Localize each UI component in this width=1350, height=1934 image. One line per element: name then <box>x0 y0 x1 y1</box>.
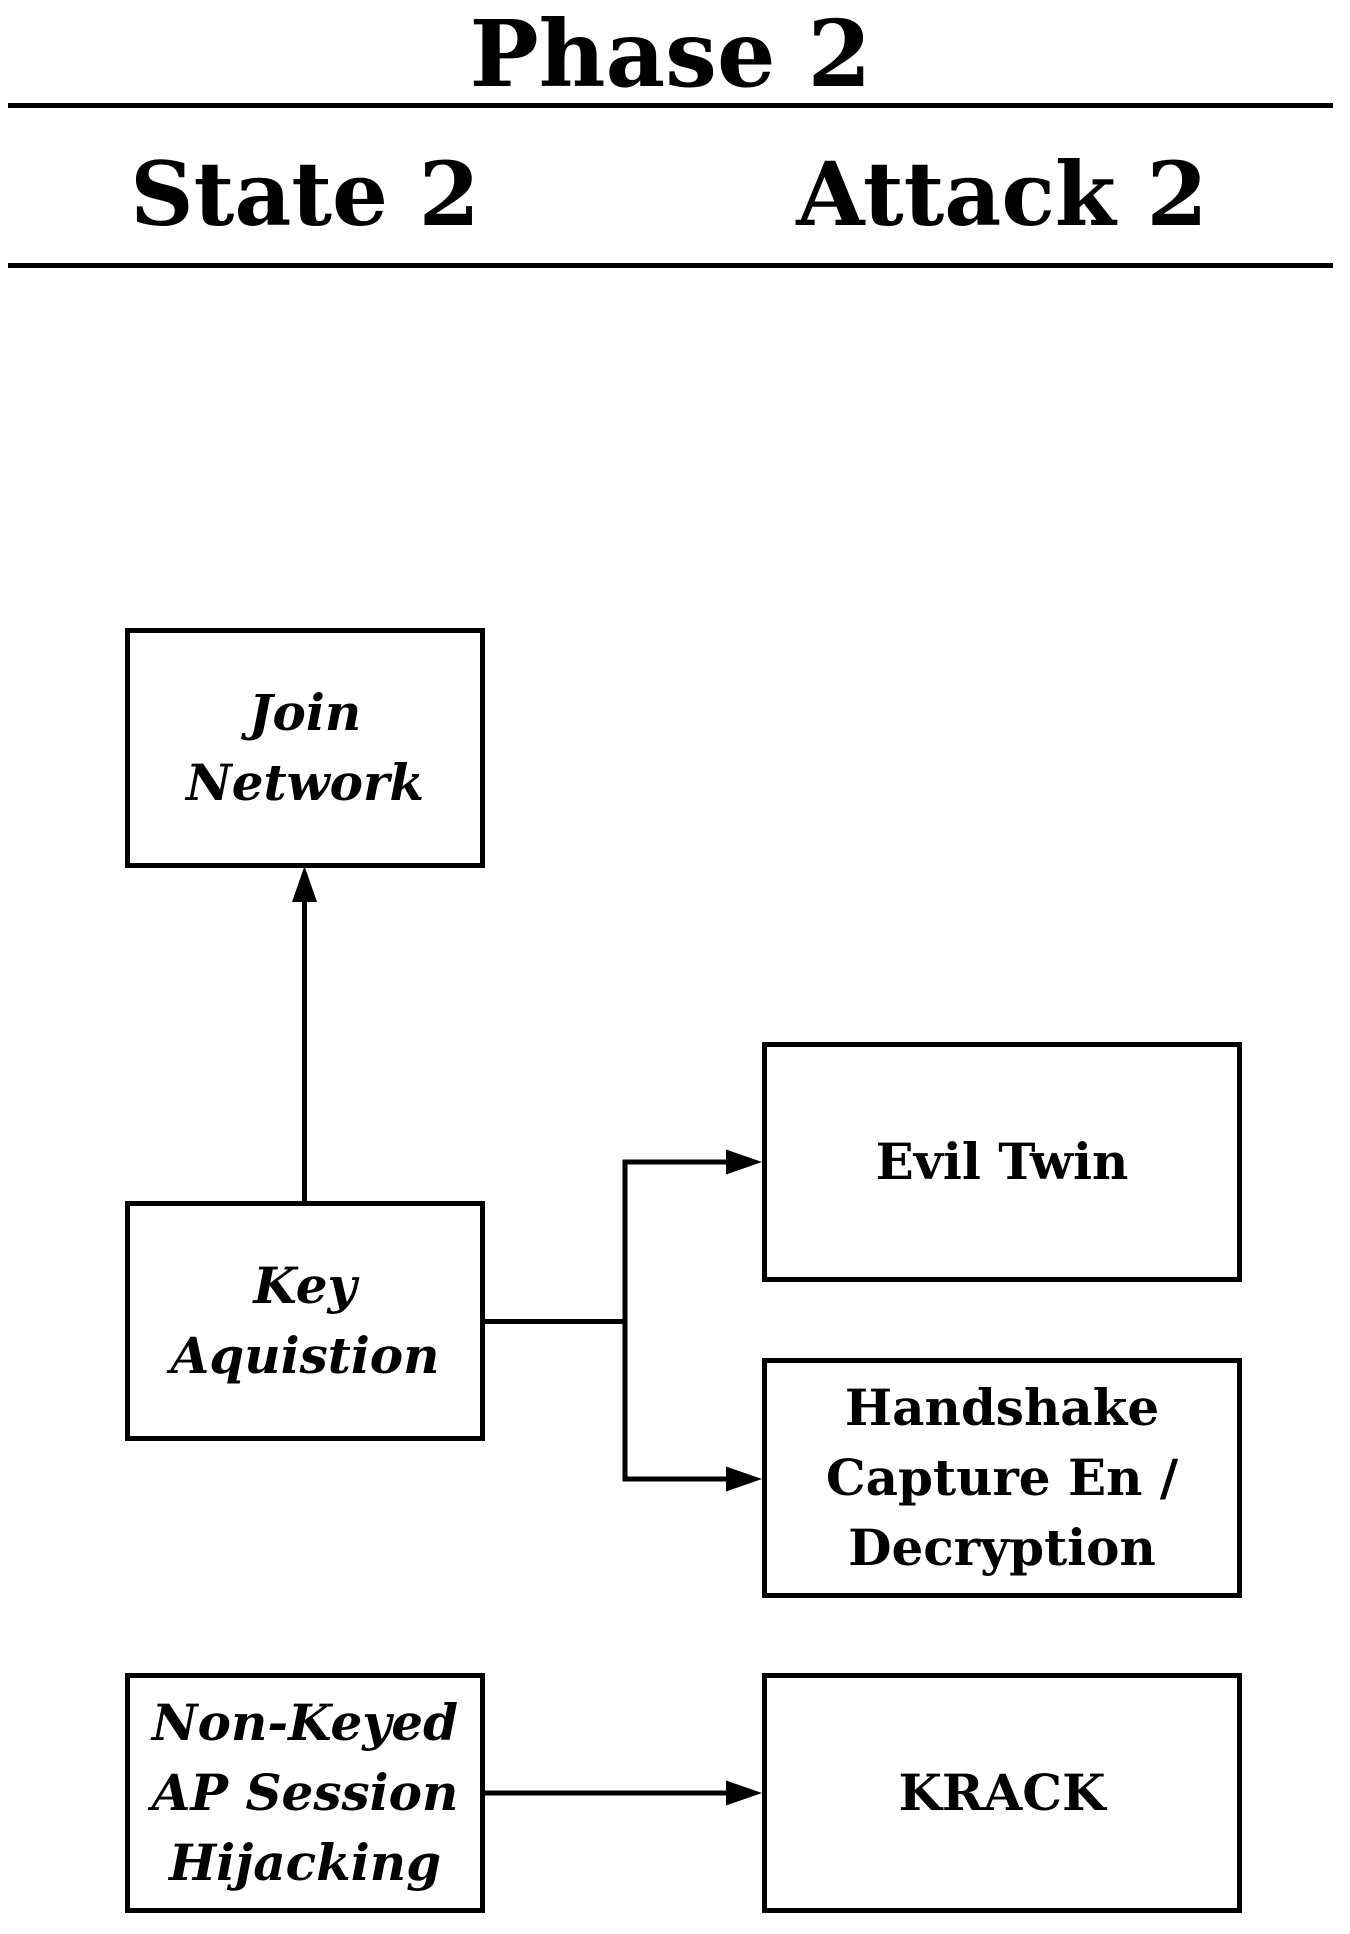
node-label-line: Non-Keyed <box>151 1693 459 1752</box>
node-label-line: Aquistion <box>170 1326 440 1385</box>
node-non-keyed-ap-session-hijacking: Non-Keyed AP Session Hijacking <box>125 1673 485 1913</box>
node-label-line: Hijacking <box>168 1833 442 1892</box>
edge-branch-to-handshake-arrowhead <box>726 1466 762 1492</box>
node-krack: KRACK <box>762 1673 1242 1913</box>
page-title: Phase 2 <box>469 0 872 108</box>
node-label-line: Decryption <box>848 1518 1156 1577</box>
node-handshake-capture-en-decryption: Handshake Capture En / Decryption <box>762 1358 1242 1598</box>
column-header-attack: Attack 2 <box>796 142 1208 246</box>
node-label-line: Capture En / <box>825 1448 1179 1507</box>
edge-key-aquistion-to-join-network-arrowhead <box>292 866 317 902</box>
header-bottom-divider <box>8 263 1333 268</box>
node-label-line: Network <box>186 753 424 812</box>
node-join-network: Join Network <box>125 628 485 868</box>
edge-branch-to-evil-twin-arrowhead <box>726 1149 762 1175</box>
node-label-line: Join <box>248 683 362 742</box>
column-header-state: State 2 <box>130 142 480 246</box>
edge-non-keyed-to-krack-arrowhead <box>726 1780 762 1806</box>
node-evil-twin: Evil Twin <box>762 1042 1242 1282</box>
node-label-line: KRACK <box>898 1763 1106 1822</box>
header-top-divider <box>8 103 1333 108</box>
node-label-line: AP Session <box>151 1763 459 1822</box>
node-label-line: Key <box>253 1256 357 1315</box>
node-key-aquistion: Key Aquistion <box>125 1201 485 1441</box>
node-label-line: Handshake <box>844 1378 1160 1437</box>
node-label-line: Evil Twin <box>875 1132 1129 1191</box>
